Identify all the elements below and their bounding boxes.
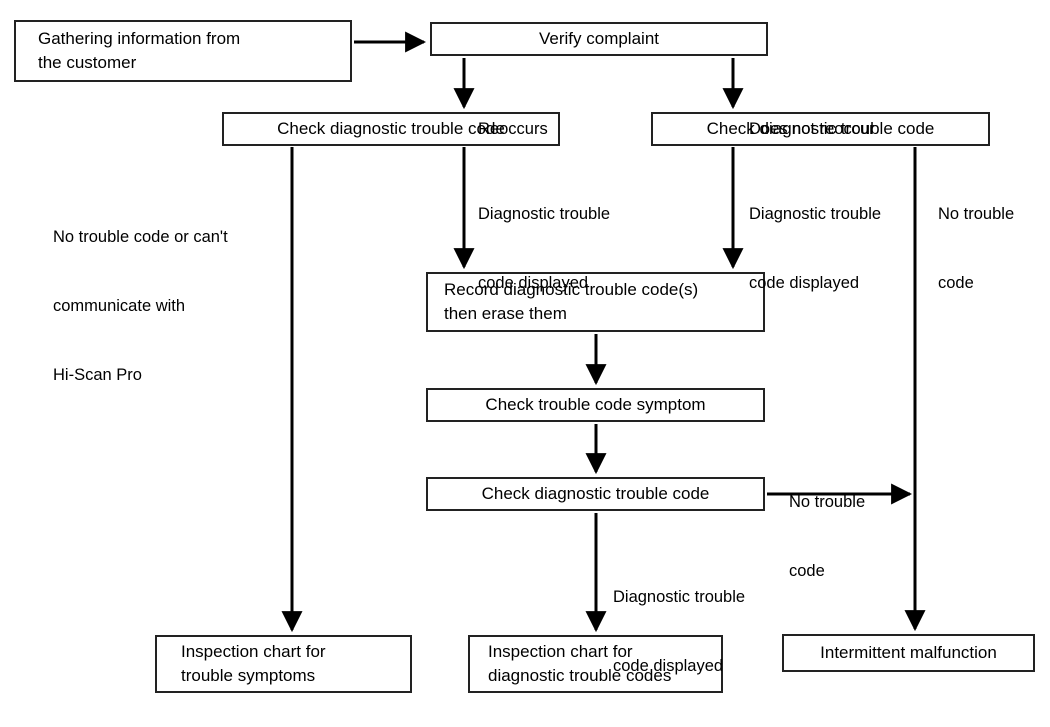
node-line: Check diagnostic trouble code: [481, 484, 710, 503]
edge-label-dtc-displayed-left: Diagnostic trouble code displayed: [478, 157, 610, 341]
edge-label-line: code displayed: [749, 274, 860, 292]
edge-label-no-trouble-code-right: No trouble code: [938, 157, 1014, 341]
node-inspection-chart-trouble-symptoms[interactable]: Inspection chart for trouble symptoms: [155, 635, 412, 693]
node-line: Gathering information from: [38, 29, 241, 48]
edge-label-line: No trouble: [938, 205, 1015, 223]
node-check-dtc-after-symptom[interactable]: Check diagnostic trouble code: [426, 477, 765, 511]
node-line: Inspection chart for: [488, 642, 633, 661]
edge-label-line: No trouble: [789, 493, 866, 511]
node-line: Check diagnostic trouble code: [277, 119, 505, 138]
node-verify-complaint[interactable]: Verify complaint: [430, 22, 768, 56]
edge-label-line: Reoccurs: [478, 120, 548, 138]
edge-label-line: communicate with: [53, 297, 186, 315]
node-line: diagnostic trouble codes: [488, 666, 672, 685]
node-intermittent-malfunction[interactable]: Intermittent malfunction: [782, 634, 1035, 672]
edge-label-reoccurs: Reoccurs: [478, 72, 548, 187]
edge-label-line: Hi-Scan Pro: [53, 366, 142, 384]
edge-label-no-trouble-code-lower: No trouble code: [789, 445, 865, 629]
node-line: Verify complaint: [539, 29, 659, 48]
edge-label-dtc-displayed-right: Diagnostic trouble code displayed: [749, 157, 881, 341]
node-line: the customer: [38, 53, 137, 72]
node-gathering-information[interactable]: Gathering information from the customer: [14, 20, 352, 82]
edge-label-line: code: [789, 562, 825, 580]
edge-label-line: code displayed: [613, 657, 724, 675]
node-record-erase-dtc[interactable]: Record diagnostic trouble code(s) then e…: [426, 272, 765, 332]
edge-label-line: Does not reoccur: [749, 120, 875, 138]
node-check-trouble-code-symptom[interactable]: Check trouble code symptom: [426, 388, 765, 422]
edge-label-line: Diagnostic trouble: [478, 205, 611, 223]
edge-label-line: code: [938, 274, 974, 292]
edge-label-line: No trouble code or can't: [53, 228, 228, 246]
node-line: then erase them: [444, 304, 567, 323]
edge-label-does-not-reoccur: Does not reoccur: [749, 72, 875, 187]
node-line: Check diagnostic trouble code: [706, 119, 935, 138]
edge-label-line: Diagnostic trouble: [613, 588, 746, 606]
node-line: Check trouble code symptom: [485, 395, 706, 414]
edge-label-no-trouble-code-or-cant-communicate: No trouble code or can't communicate wit…: [53, 180, 228, 433]
node-line: Intermittent malfunction: [820, 643, 997, 662]
edge-label-line: Diagnostic trouble: [749, 205, 882, 223]
node-check-dtc-reoccurs[interactable]: Check diagnostic trouble code: [222, 112, 560, 146]
edge-label-dtc-displayed-lower: Diagnostic trouble code displayed: [613, 540, 745, 724]
node-line: trouble symptoms: [181, 666, 316, 685]
node-check-dtc-not-reoccur[interactable]: Check diagnostic trouble code: [651, 112, 990, 146]
node-line: Inspection chart for: [181, 642, 326, 661]
node-inspection-chart-dtc[interactable]: Inspection chart for diagnostic trouble …: [468, 635, 723, 693]
node-line: Record diagnostic trouble code(s): [444, 280, 699, 299]
edge-label-line: code displayed: [478, 274, 589, 292]
